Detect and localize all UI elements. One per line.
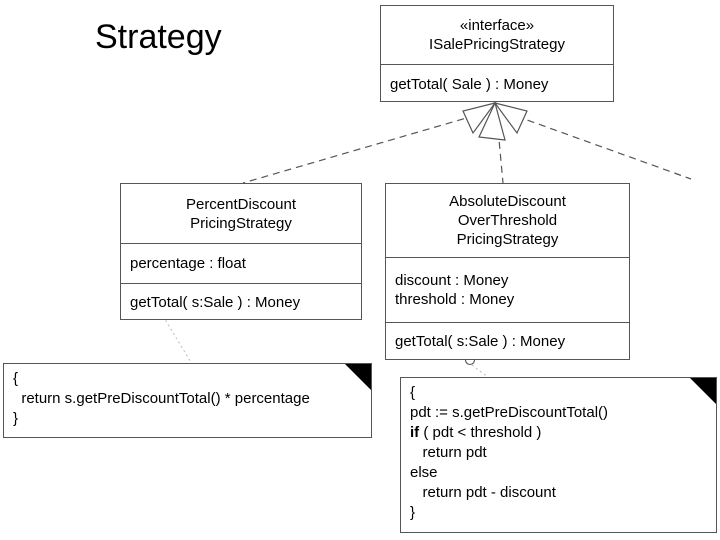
class-attribute: percentage : float	[130, 255, 246, 272]
note-box-absolutediscount-body[interactable]: { pdt := s.getPreDiscountTotal() if ( pd…	[400, 377, 717, 533]
note-keyword: if	[410, 424, 424, 441]
class-name-compartment: «interface» ISalePricingStrategy	[381, 6, 613, 65]
class-name: ISalePricingStrategy	[429, 36, 565, 53]
class-name-compartment: PercentDiscount PricingStrategy	[121, 184, 361, 244]
class-attribute: threshold : Money	[395, 291, 515, 308]
class-operations-compartment: getTotal( Sale ) : Money	[381, 65, 613, 103]
class-operation: getTotal( s:Sale ) : Money	[130, 294, 301, 311]
class-operation: getTotal( Sale ) : Money	[390, 75, 549, 93]
class-name-line: OverThreshold	[457, 212, 558, 229]
page-title: Strategy	[95, 18, 222, 56]
class-attributes-compartment: percentage : float	[121, 244, 361, 284]
class-box-absolutediscountoverthresholdpricingstrategy[interactable]: AbsoluteDiscount OverThreshold PricingSt…	[385, 183, 630, 360]
class-attributes-compartment: discount : Money threshold : Money	[386, 258, 629, 323]
class-name-line: PricingStrategy	[456, 231, 559, 248]
class-operations-compartment: getTotal( s:Sale ) : Money	[121, 284, 361, 321]
note-fold-corner-icon	[345, 364, 371, 390]
realization-line-left	[242, 111, 488, 184]
class-stereotype: «interface»	[459, 17, 535, 34]
class-name-line: PricingStrategy	[190, 214, 292, 232]
note-fold-corner-icon	[690, 378, 716, 404]
hollow-triangle-arrowhead-left	[462, 102, 497, 135]
class-box-isalepricingstrategy[interactable]: «interface» ISalePricingStrategy getTota…	[380, 5, 614, 102]
note-text: { pdt := s.getPreDiscountTotal() if ( pd…	[410, 384, 609, 521]
class-operations-compartment: getTotal( s:Sale ) : Money	[386, 323, 629, 360]
hollow-triangle-arrowhead-right	[493, 102, 528, 135]
realization-line-right	[504, 111, 692, 180]
class-attribute: discount : Money	[395, 272, 509, 289]
note-box-percentdiscount-body[interactable]: { return s.getPreDiscountTotal() * perce…	[3, 363, 372, 438]
class-box-percentdiscountpricingstrategy[interactable]: PercentDiscount PricingStrategy percenta…	[120, 183, 362, 320]
realization-line-center	[496, 117, 504, 184]
note-anchor-line-left	[162, 315, 193, 365]
class-operation: getTotal( s:Sale ) : Money	[395, 333, 566, 350]
class-name-line: PercentDiscount	[185, 195, 297, 213]
class-name-line: AbsoluteDiscount	[449, 193, 566, 210]
hollow-triangle-arrowhead-center	[478, 101, 506, 141]
note-text: { return s.getPreDiscountTotal() * perce…	[13, 370, 310, 427]
class-name-compartment: AbsoluteDiscount OverThreshold PricingSt…	[386, 184, 629, 258]
